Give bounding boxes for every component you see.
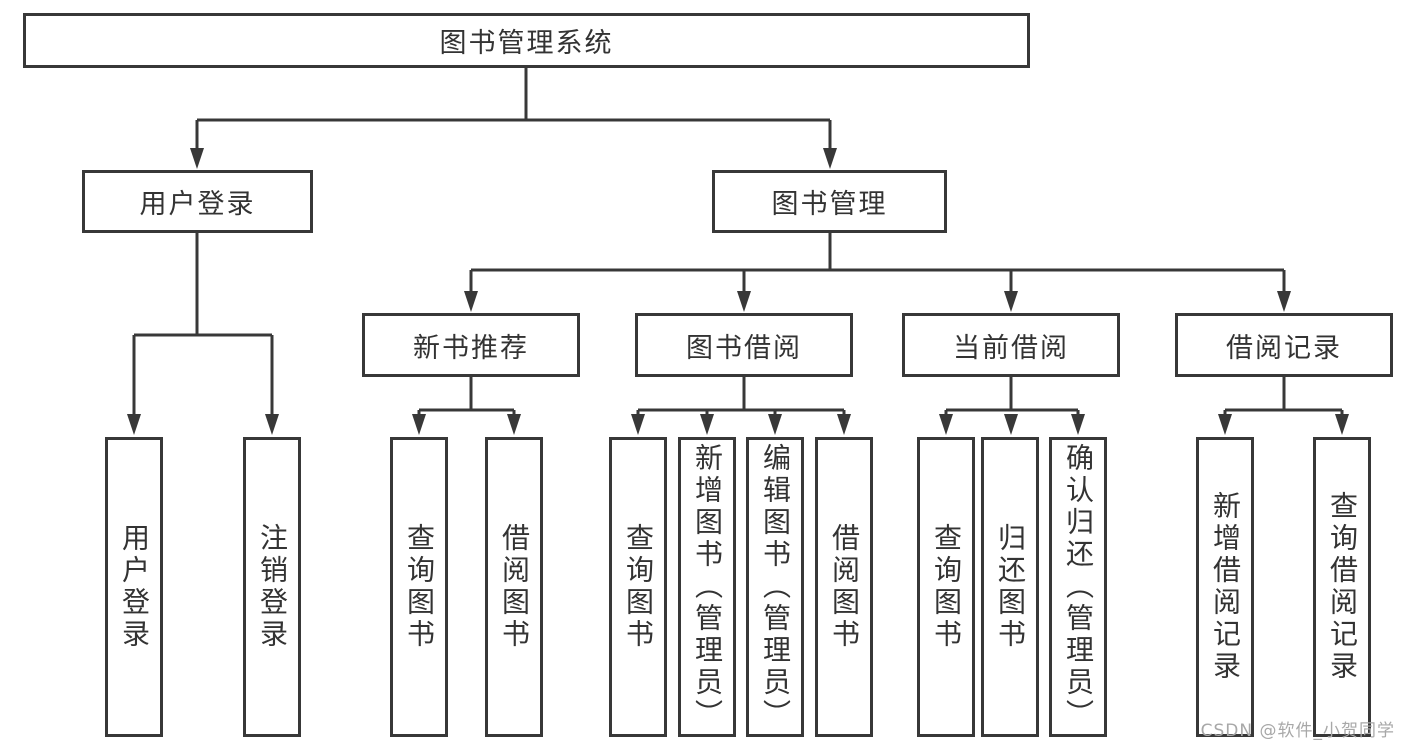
connector-book-mgmt-split [464,233,1291,312]
node-book-borrow: 图书借阅 [635,313,853,377]
leaf-newbook-query-books: 查询图书 [390,437,448,737]
leaf-current-confirm-return-admin: 确认归还（管理员） [1049,437,1107,737]
leaf-record-query-record: 查询借阅记录 [1313,437,1371,737]
node-root: 图书管理系统 [23,13,1030,68]
watermark: CSDN @软件_小贺同学 [1200,721,1395,741]
node-book-mgmt: 图书管理 [712,170,947,233]
connector-new-book-split [412,377,521,435]
node-new-book-rec: 新书推荐 [362,313,580,377]
leaf-current-query-books: 查询图书 [917,437,975,737]
node-current-borrow: 当前借阅 [902,313,1120,377]
node-borrow-record: 借阅记录 [1175,313,1393,377]
leaf-user-login: 用户登录 [105,437,163,737]
node-user-login: 用户登录 [82,170,313,233]
connector-user-login-split [127,233,279,435]
leaf-current-return-books: 归还图书 [981,437,1039,737]
connector-root-split [190,68,837,169]
connector-current-borrow-split [939,377,1085,435]
leaf-borrow-add-books-admin: 新增图书（管理员） [678,437,736,737]
leaf-borrow-borrow-books: 借阅图书 [815,437,873,737]
connector-book-borrow-split [631,377,851,435]
leaf-newbook-borrow-books: 借阅图书 [485,437,543,737]
leaf-borrow-query-books: 查询图书 [609,437,667,737]
connector-borrow-record-split [1218,377,1349,435]
leaf-logout: 注销登录 [243,437,301,737]
leaf-record-add-record: 新增借阅记录 [1196,437,1254,737]
leaf-borrow-edit-books-admin: 编辑图书（管理员） [746,437,804,737]
